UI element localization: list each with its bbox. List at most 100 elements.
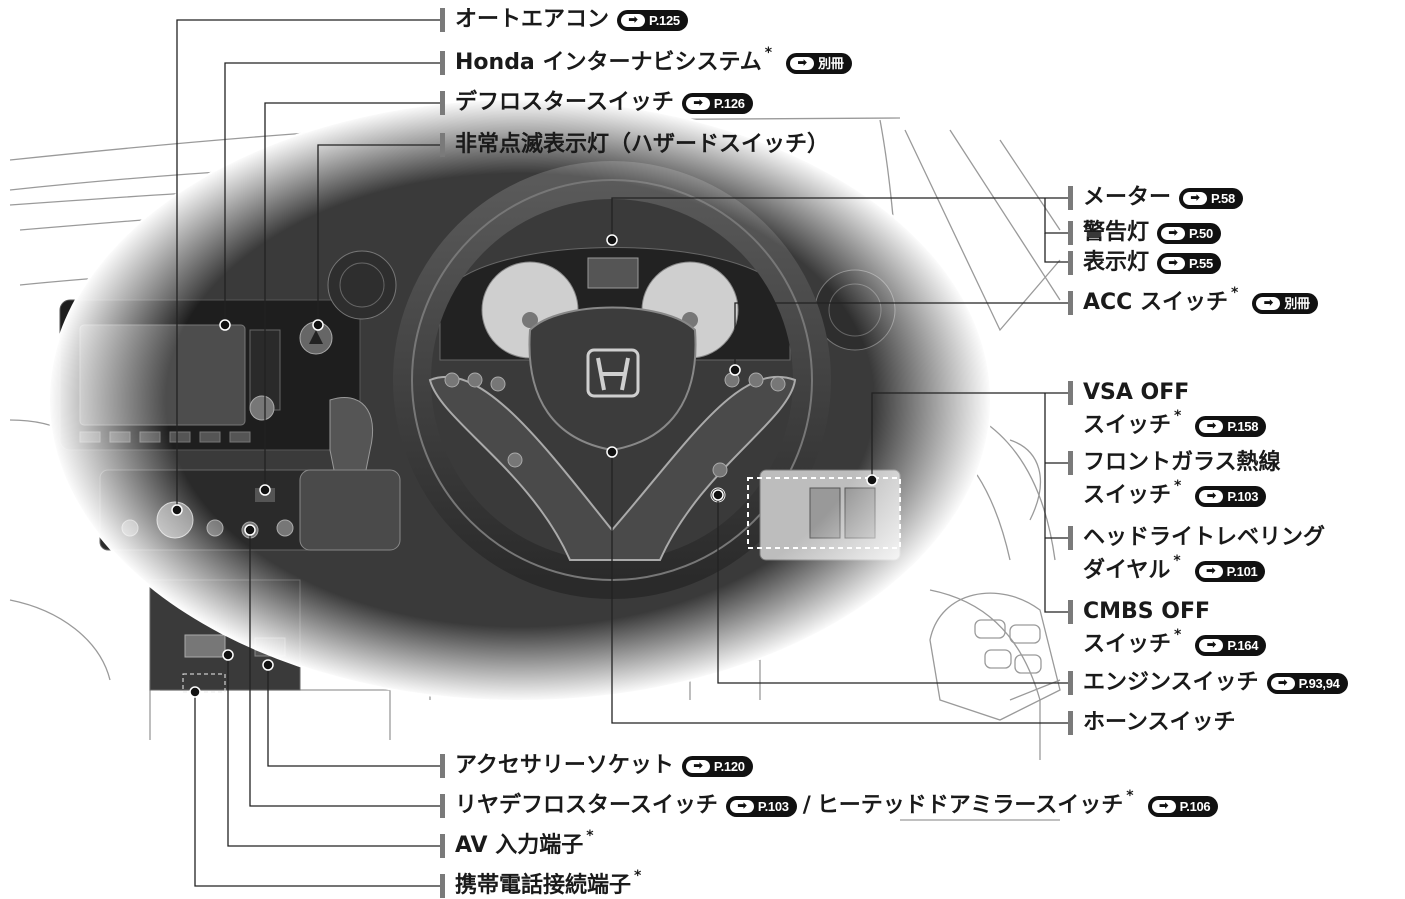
callout-engine-switch: エンジンスイッチ ➡P.93,94 (1068, 671, 1348, 695)
page-ref-badge[interactable]: ➡P.103 (1195, 485, 1267, 507)
asterisk-mark: * (1174, 627, 1182, 643)
callout-rear-defroster: リヤデフロスタースイッチ ➡P.103 / ヒーテッドドアミラースイッチ * ➡… (440, 789, 1219, 818)
asterisk-mark: * (1174, 408, 1182, 424)
callout-label: 携帯電話接続端子 (455, 873, 632, 898)
page-ref-badge[interactable]: ➡P.103 (725, 795, 797, 817)
callout-defroster: デフロスタースイッチ ➡P.126 (440, 91, 753, 115)
callout-label-line2: スイッチ (1083, 632, 1172, 657)
page-ref-badge[interactable]: ➡別冊 (1252, 292, 1318, 314)
callout-bar (1068, 381, 1073, 405)
callout-label: Honda インターナビシステム (455, 50, 762, 75)
callout-cmbs-off: CMBS OFF スイッチ* ➡P.164 (1068, 599, 1267, 657)
callout-bar (440, 51, 445, 75)
arrow-icon: ➡ (1198, 564, 1223, 578)
callout-bar (1068, 451, 1073, 475)
arrow-icon: ➡ (790, 56, 815, 70)
callout-label: エンジンスイッチ (1083, 670, 1259, 695)
page-ref-badge[interactable]: ➡P.93,94 (1266, 672, 1348, 694)
asterisk-mark: * (764, 45, 773, 61)
page-ref-badge[interactable]: ➡P.106 (1147, 795, 1219, 817)
callout-bar (440, 91, 445, 115)
arrow-icon: ➡ (729, 799, 754, 813)
page-ref-badge[interactable]: ➡P.101 (1194, 560, 1266, 582)
leader-lines (176, 19, 1070, 887)
separator: / (802, 793, 811, 818)
page-ref-badge[interactable]: ➡P.55 (1157, 252, 1221, 274)
arrow-icon: ➡ (1270, 676, 1295, 690)
page-ref-badge[interactable]: ➡P.125 (617, 9, 688, 31)
callout-bar (1068, 600, 1073, 624)
callout-meter: メーター ➡P.58 (1068, 186, 1243, 210)
page-ref-badge[interactable]: ➡P.158 (1195, 415, 1267, 437)
arrow-icon: ➡ (621, 13, 646, 27)
callout-label: CMBS OFF (1083, 599, 1211, 624)
callout-hazard: 非常点滅表示灯（ハザードスイッチ） (440, 133, 829, 157)
callout-label: AV 入力端子 (455, 833, 584, 858)
arrow-icon: ➡ (1256, 296, 1281, 310)
callout-windshield-heater: フロントガラス熱線 スイッチ* ➡P.103 (1068, 451, 1281, 507)
callout-indicator-light: 表示灯 ➡P.55 (1068, 251, 1221, 275)
asterisk-mark: * (1230, 285, 1239, 301)
arrow-icon: ➡ (1161, 226, 1186, 240)
callout-bar (440, 794, 445, 818)
dashboard-photo (48, 98, 992, 702)
callout-bar (440, 8, 445, 32)
callout-phone-terminal: 携帯電話接続端子 * (440, 869, 647, 898)
callout-label: 警告灯 (1083, 220, 1150, 245)
callout-av-input: AV 入力端子 * (440, 829, 600, 858)
asterisk-mark: * (1174, 478, 1182, 494)
callout-horn-switch: ホーンスイッチ (1068, 711, 1235, 735)
asterisk-mark: * (634, 868, 642, 884)
callout-label-line2: スイッチ (1083, 483, 1172, 508)
callout-bar (1068, 186, 1073, 210)
callout-label: ヘッドライトレベリング (1083, 525, 1326, 550)
callout-bar (1068, 711, 1073, 735)
callout-label: オートエアコン (455, 7, 610, 32)
asterisk-mark: * (1173, 553, 1181, 569)
callout-label: 非常点滅表示灯（ハザードスイッチ） (455, 132, 830, 157)
arrow-icon: ➡ (1199, 638, 1224, 652)
callout-bar (440, 754, 445, 778)
callout-warning-light: 警告灯 ➡P.50 (1068, 221, 1221, 245)
page-ref-badge[interactable]: ➡P.58 (1179, 187, 1243, 209)
callout-bar (1068, 291, 1073, 315)
callout-label: デフロスタースイッチ (455, 90, 674, 115)
callout-label: 表示灯 (1083, 250, 1150, 275)
callout-bar (1068, 251, 1073, 275)
callout-vsa-off: VSA OFF スイッチ* ➡P.158 (1068, 380, 1267, 438)
callout-label: リヤデフロスタースイッチ (455, 793, 718, 818)
callout-label: ACC スイッチ (1083, 290, 1228, 315)
page-ref-badge[interactable]: ➡P.164 (1195, 634, 1267, 656)
arrow-icon: ➡ (1183, 191, 1208, 205)
page-ref-badge[interactable]: ➡P.126 (681, 92, 753, 114)
callout-auto-aircon: オートエアコン ➡P.125 (440, 8, 688, 32)
callout-label-line2: スイッチ (1083, 413, 1172, 438)
arrow-icon: ➡ (1199, 419, 1224, 433)
arrow-icon: ➡ (1199, 489, 1224, 503)
callout-label: アクセサリーソケット (455, 753, 674, 778)
arrow-icon: ➡ (1151, 799, 1176, 813)
callout-label-2: ヒーテッドドアミラースイッチ (816, 793, 1124, 818)
callout-acc-switch: ACC スイッチ * ➡別冊 (1068, 286, 1318, 315)
callout-bar (1068, 526, 1073, 550)
callout-bar (440, 834, 445, 858)
callout-label: フロントガラス熱線 (1083, 450, 1281, 475)
callout-bar (1068, 221, 1073, 245)
callout-bar (440, 133, 445, 157)
page-ref-badge[interactable]: ➡P.50 (1157, 222, 1221, 244)
callout-navi: Honda インターナビシステム * ➡別冊 (440, 46, 852, 75)
callout-headlight-leveling: ヘッドライトレベリング ダイヤル* ➡P.101 (1068, 526, 1325, 582)
callout-label: メーター (1083, 185, 1172, 210)
callout-label: ホーンスイッチ (1083, 710, 1236, 735)
leader-dots (171, 234, 878, 698)
asterisk-mark: * (586, 828, 594, 844)
door-switch-panel (929, 592, 1061, 721)
callout-label: VSA OFF (1083, 380, 1190, 405)
arrow-icon: ➡ (685, 759, 710, 773)
callout-accessory-socket: アクセサリーソケット ➡P.120 (440, 754, 753, 778)
page-ref-badge[interactable]: ➡P.120 (681, 755, 753, 777)
callout-label-line2: ダイヤル (1083, 558, 1171, 583)
page-ref-badge[interactable]: ➡別冊 (786, 52, 852, 74)
arrow-icon: ➡ (1161, 256, 1186, 270)
